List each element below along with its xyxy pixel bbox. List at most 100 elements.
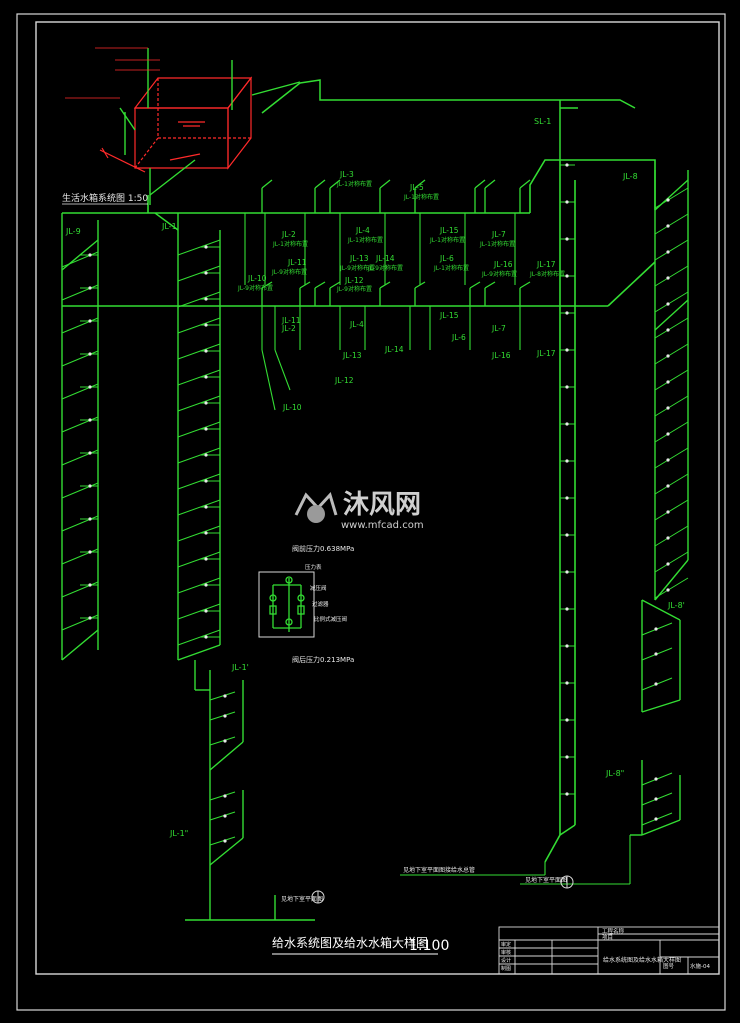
label-jl16a: JL-16 bbox=[493, 260, 513, 269]
fixture-node bbox=[565, 792, 569, 796]
sub-jl15a: JL-1对称布置 bbox=[429, 236, 465, 244]
branch-pipe bbox=[654, 343, 689, 365]
sl1-branches bbox=[560, 163, 575, 796]
label-jl11b: JL-11 bbox=[281, 316, 301, 325]
roof-main-pipe bbox=[261, 79, 636, 160]
fixture-node bbox=[88, 385, 92, 389]
watermark: 沐风网 www.mfcad.com bbox=[294, 490, 424, 531]
branch-pipe bbox=[654, 265, 689, 287]
sub-jl5: JL-1对称布置 bbox=[403, 193, 439, 201]
sub-jl11a: JL-9对称布置 bbox=[271, 268, 307, 276]
fixture-node bbox=[223, 739, 227, 743]
jl1-lower-branches bbox=[209, 691, 236, 846]
jl8-branches bbox=[654, 187, 689, 599]
label-jl8b: JL-8' bbox=[667, 601, 685, 610]
label-jl9: JL-9 bbox=[65, 227, 81, 236]
valve-detail-box bbox=[258, 571, 315, 638]
branch-pipe bbox=[654, 239, 689, 261]
branch-pipe bbox=[177, 629, 221, 646]
label-jl14b: JL-14 bbox=[384, 345, 404, 354]
fixture-node bbox=[666, 354, 670, 358]
fixture-node bbox=[666, 562, 670, 566]
branch-pipe bbox=[177, 239, 221, 256]
riser-jl9 bbox=[61, 213, 99, 661]
fixture-node bbox=[565, 274, 569, 278]
branch-pipe bbox=[209, 736, 236, 746]
fixture-node bbox=[204, 427, 208, 431]
label-jl7b: JL-7 bbox=[491, 324, 506, 333]
branch-pipe bbox=[314, 281, 326, 289]
tb-row-2: 设计 bbox=[501, 957, 511, 964]
branch-pipe bbox=[484, 179, 496, 189]
fixture-node bbox=[88, 616, 92, 620]
valve-label-3: 过滤器 bbox=[312, 600, 329, 608]
branch-pipe bbox=[61, 317, 99, 334]
branch-pipe bbox=[61, 449, 99, 466]
branch-pipe bbox=[177, 265, 221, 282]
branch-pipe bbox=[414, 281, 426, 289]
branch-pipe bbox=[61, 515, 99, 532]
label-jl12b: JL-12 bbox=[334, 376, 354, 385]
drawing-frame bbox=[16, 13, 726, 1011]
watermark-url: www.mfcad.com bbox=[341, 520, 424, 531]
branch-pipe bbox=[379, 281, 391, 289]
branch-pipe bbox=[61, 482, 99, 499]
fixture-node bbox=[565, 385, 569, 389]
fixture-node bbox=[565, 163, 569, 167]
fixture-node bbox=[666, 250, 670, 254]
branch-pipe bbox=[177, 369, 221, 386]
mid-upper-risers bbox=[244, 179, 531, 285]
branch-pipe bbox=[329, 281, 341, 289]
fixture-node bbox=[223, 694, 227, 698]
branch-pipe bbox=[209, 711, 236, 721]
label-jl1: JL-1 bbox=[161, 222, 177, 231]
watermark-brand: 沐风网 bbox=[343, 490, 421, 520]
fixture-node bbox=[88, 583, 92, 587]
sub-jl2a: JL-1对称布置 bbox=[272, 240, 308, 248]
fixture-node bbox=[666, 380, 670, 384]
branch-pipe bbox=[329, 179, 341, 189]
riser-jl1-lower bbox=[185, 660, 315, 921]
label-jl7a: JL-7 bbox=[491, 230, 506, 239]
branch-pipe bbox=[654, 499, 689, 521]
branch-pipe bbox=[61, 614, 99, 631]
branch-pipe bbox=[654, 187, 689, 209]
riser-jl1 bbox=[154, 212, 221, 661]
fixture-node bbox=[88, 352, 92, 356]
branch-pipe bbox=[177, 499, 221, 516]
label-jl8: JL-8 bbox=[622, 172, 638, 181]
fixture-node bbox=[204, 271, 208, 275]
branch-pipe bbox=[519, 179, 531, 189]
tb-project-label: 工程名称 bbox=[602, 927, 625, 935]
fixture-node bbox=[204, 453, 208, 457]
bottom-connections bbox=[400, 835, 631, 885]
valve-label-2: 减压阀 bbox=[310, 584, 327, 592]
label-jl12a: JL-12 bbox=[344, 276, 364, 285]
note-left-bottom: 见地下室平面图 bbox=[281, 895, 323, 903]
branch-pipe bbox=[314, 179, 326, 189]
label-jl15a: JL-15 bbox=[439, 226, 459, 235]
branch-pipe bbox=[414, 179, 426, 189]
branch-pipe bbox=[177, 343, 221, 360]
branch-pipe bbox=[61, 350, 99, 367]
tb-drawing-name: 给水系统图及给水水箱大样图 bbox=[603, 956, 681, 964]
label-jl14a: JL-14 bbox=[375, 254, 395, 263]
valve-pressure-top: 阀前压力0.638MPa bbox=[292, 544, 354, 553]
branch-pipe bbox=[261, 179, 273, 189]
label-jl11a: JL-11 bbox=[287, 258, 307, 267]
label-jl16b: JL-16 bbox=[491, 351, 511, 360]
fixture-node bbox=[204, 609, 208, 613]
fixture-node bbox=[565, 681, 569, 685]
fixture-node bbox=[565, 311, 569, 315]
fixture-node bbox=[565, 755, 569, 759]
branch-pipe bbox=[61, 383, 99, 400]
branch-pipe bbox=[484, 281, 496, 289]
label-jl2a: JL-2 bbox=[281, 230, 296, 239]
label-jl5: JL-5 bbox=[409, 183, 424, 192]
fixture-node bbox=[654, 777, 658, 781]
fixture-node bbox=[223, 794, 227, 798]
tb-sheet-label: 图号 bbox=[663, 962, 675, 970]
branch-pipe bbox=[654, 551, 689, 573]
fixture-node bbox=[204, 245, 208, 249]
